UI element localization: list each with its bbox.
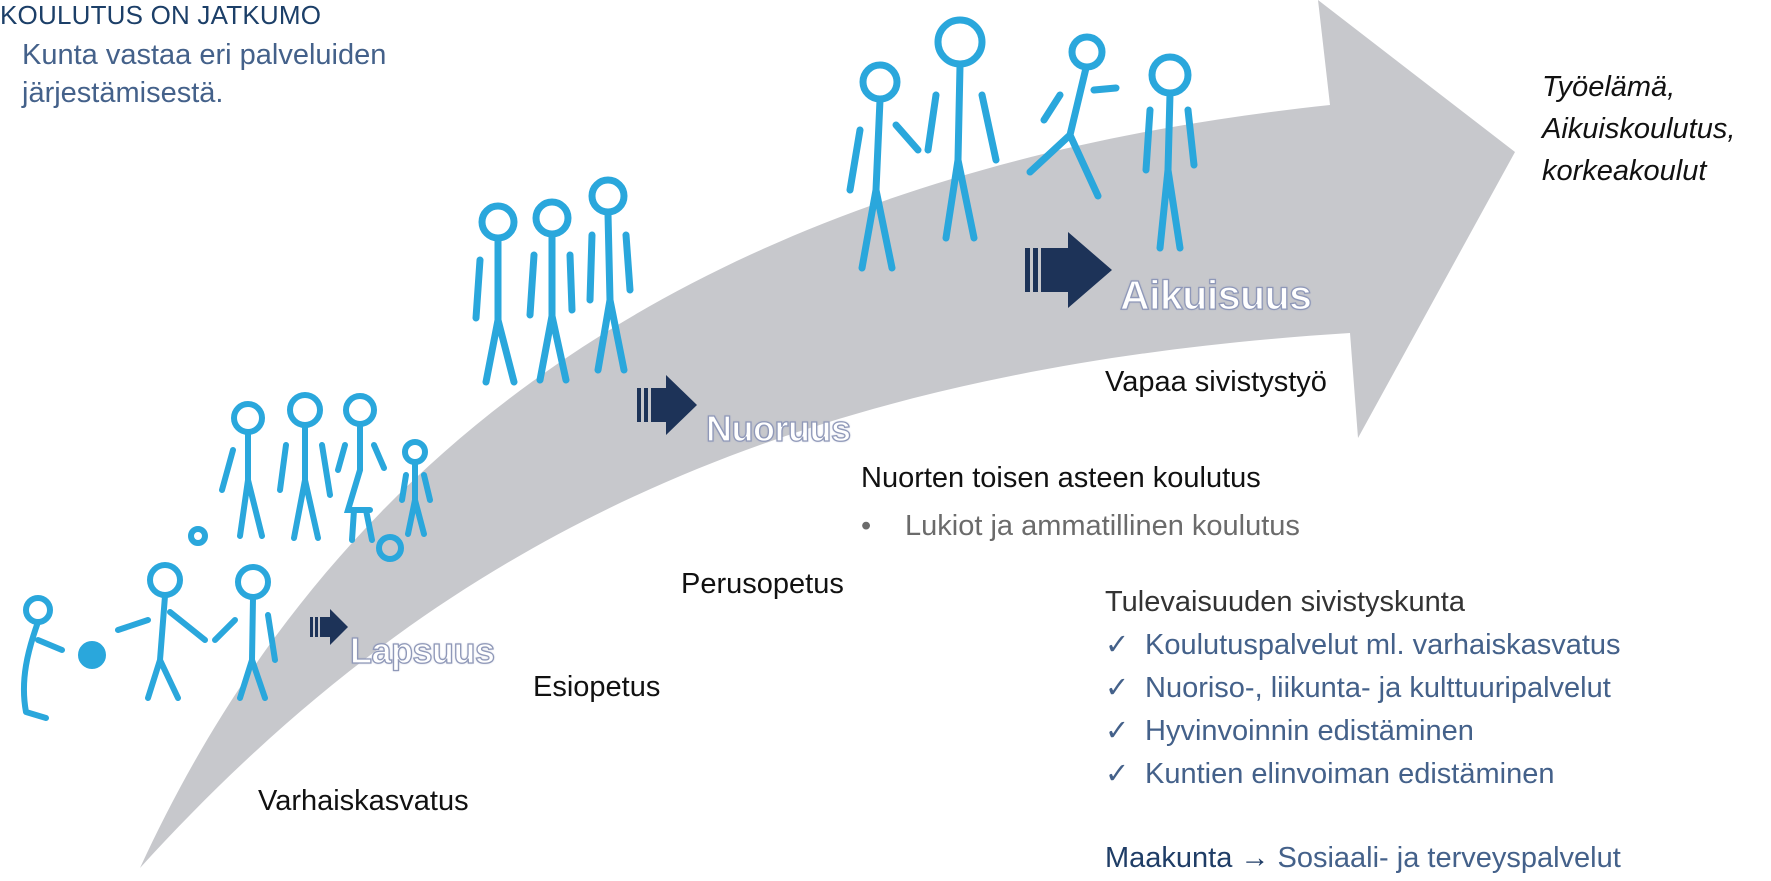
stage-arrow-lapsuus [310, 609, 348, 645]
label-toinen-aste: Nuorten toisen asteen koulutus [861, 462, 1261, 494]
check-icon: ✓ [1105, 629, 1130, 661]
future-item: ✓Koulutuspalvelut ml. varhaiskasvatus [1105, 624, 1621, 667]
label-esiopetus: Esiopetus [533, 671, 661, 703]
page-title: KOULUTUS ON JATKUMO [0, 0, 322, 30]
label-vapaa-sivistystyo: Vapaa sivistystyö [1105, 366, 1327, 398]
youth-illustration [472, 176, 634, 386]
continuum-arrow [140, 0, 1515, 868]
stage-arrow-nuoruus [637, 375, 697, 435]
future-item: ✓Kuntien elinvoiman edistäminen [1105, 753, 1621, 796]
stage-arrow-aikuisuus [1025, 232, 1112, 308]
stage-label-aikuisuus: Aikuisuus [1119, 271, 1312, 318]
footer-left: Maakunta [1105, 842, 1233, 874]
worklife-text: Työelämä, Aikuiskoulutus, korkeakoulut [1542, 66, 1735, 192]
stage-label-lapsuus: Lapsuus [349, 629, 495, 671]
right-arrow-icon: → [1240, 842, 1270, 874]
future-item: ✓Hyvinvoinnin edistäminen [1105, 710, 1621, 753]
page-subtitle: Kunta vastaa eri palveluiden järjestämis… [22, 39, 387, 109]
worklife-line-2: Aikuiskoulutus, [1542, 113, 1736, 145]
footer-line: Maakunta → Sosiaali- ja terveyspalvelut [1105, 842, 1621, 875]
worklife-line-1: Työelämä, [1542, 71, 1676, 103]
adults-illustration [846, 16, 1198, 272]
footer-right: Sosiaali- ja terveyspalvelut [1277, 842, 1621, 874]
future-list: ✓Koulutuspalvelut ml. varhaiskasvatus ✓N… [1105, 624, 1621, 796]
children-illustration [188, 392, 433, 562]
bullet-icon: • [861, 510, 872, 542]
worklife-line-3: korkeakoulut [1542, 155, 1707, 187]
stage-label-nuoruus: Nuoruus [705, 407, 851, 449]
label-varhaiskasvatus: Varhaiskasvatus [258, 785, 469, 817]
check-icon: ✓ [1105, 758, 1130, 790]
check-icon: ✓ [1105, 672, 1130, 704]
check-icon: ✓ [1105, 715, 1130, 747]
bullet-lukiot: • Lukiot ja ammatillinen koulutus [861, 510, 1300, 543]
toddlers-illustration [20, 562, 278, 721]
future-heading: Tulevaisuuden sivistyskunta [1105, 586, 1465, 618]
future-item: ✓Nuoriso-, liikunta- ja kulttuuripalvelu… [1105, 667, 1621, 710]
label-perusopetus: Perusopetus [681, 568, 844, 600]
bullet-text: Lukiot ja ammatillinen koulutus [905, 510, 1300, 542]
